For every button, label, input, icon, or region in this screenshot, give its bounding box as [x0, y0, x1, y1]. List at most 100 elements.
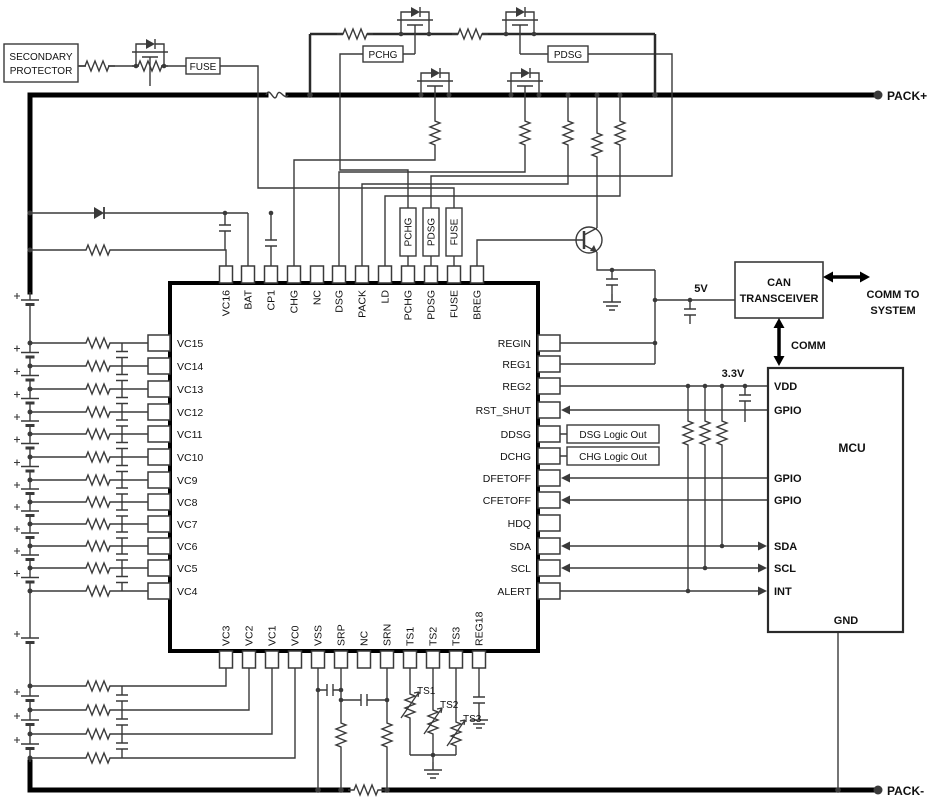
- ic-pin-label: VC8: [177, 497, 198, 509]
- five-v-label: 5V: [694, 283, 708, 295]
- ic-pin-label: REG1: [502, 359, 531, 371]
- ic-pin-labels: VC16 BAT CP1 CHG NC DSG PACK LD PCHG PDS…: [177, 289, 532, 646]
- pack-minus-terminal: [873, 785, 883, 795]
- ic-pin-label: RST_SHUT: [476, 405, 532, 417]
- ic-pin-label: VC11: [177, 429, 203, 441]
- secondary-protector-box: [3, 43, 79, 83]
- fuse-net-label-box: [445, 207, 463, 257]
- mcu-pin-label: VDD: [774, 381, 797, 393]
- ic-pin-label: LD: [380, 290, 392, 304]
- ic-pin-label: FUSE: [449, 290, 461, 318]
- label-boxes: SECONDARY PROTECTOR FUSE PCHG PDSG PCHG …: [3, 43, 660, 466]
- ic-pin-label: HDQ: [508, 518, 531, 530]
- ic-pin-label: DCHG: [500, 451, 531, 463]
- ic-pin-label: VC2: [244, 625, 256, 646]
- ic-pin-label: VC0: [290, 625, 302, 646]
- ic-top-pin-stubs: [218, 265, 485, 284]
- ic-pin-label: SRP: [336, 624, 348, 646]
- pack-minus-label: PACK-: [887, 784, 924, 798]
- can-transceiver-label: CAN: [767, 277, 791, 289]
- ts3-label: TS3: [463, 714, 482, 725]
- secondary-protector-label: SECONDARY: [9, 52, 72, 63]
- ic-pin-label: DDSG: [501, 429, 531, 441]
- pdsg-label-box: [547, 45, 589, 63]
- ic-bottom-pin-stubs: [218, 650, 487, 669]
- ic-pin-label: PACK: [357, 290, 369, 318]
- net-labels: PACK+ PACK- 5V 3.3V TS1 TS2 TS3: [417, 89, 927, 798]
- ic-pin-label: PDSG: [426, 290, 438, 320]
- pchg-label-box: [362, 45, 404, 63]
- ic-pin-label: VSS: [313, 625, 325, 646]
- ic-pin-label: VC4: [177, 586, 198, 598]
- ic-pin-label: VC12: [177, 407, 203, 419]
- ic-pin-label: VC9: [177, 475, 198, 487]
- chg-logic-out-label: CHG Logic Out: [579, 452, 647, 463]
- ic-pin-label: VC7: [177, 519, 198, 531]
- pack-plus-terminal: [873, 90, 883, 100]
- ic-pin-label: VC16: [221, 290, 233, 316]
- chg-logic-out-box: [566, 446, 660, 466]
- pchg-net-label: PCHG: [404, 217, 415, 246]
- junction-dots: [27, 31, 883, 795]
- ic-pin-label: VC1: [267, 625, 279, 646]
- ic-pin-label: NC: [359, 630, 371, 646]
- ic-pin-label: BREG: [472, 290, 484, 320]
- ic-pin-label: BAT: [243, 289, 255, 309]
- mcu-gnd-label: GND: [834, 615, 859, 627]
- ic-pin-label: VC15: [177, 338, 203, 350]
- pdsg-net-label: PDSG: [427, 218, 438, 247]
- ic-pin-label: REGIN: [498, 338, 531, 350]
- ic-pin-label: TS1: [405, 627, 417, 646]
- ic-pin-label: VC13: [177, 384, 203, 396]
- secondary-protector-label: PROTECTOR: [10, 66, 73, 77]
- pack-power-rails: [27, 91, 881, 793]
- mcu-pin-label: GPIO: [774, 495, 802, 507]
- ic-pin-label: VC6: [177, 541, 198, 553]
- ic-left-pin-stubs: [147, 334, 171, 600]
- ic-pin-label: CHG: [289, 290, 301, 313]
- can-transceiver: CAN TRANSCEIVER COMM TO SYSTEM COMM: [734, 261, 920, 366]
- ic-pin-label: ALERT: [497, 586, 531, 598]
- ic-pin-label: CP1: [266, 290, 278, 311]
- pchg-net-label-box: [399, 207, 417, 257]
- ic-pin-label: SCL: [511, 563, 532, 575]
- mcu-pin-label: SDA: [774, 541, 797, 553]
- ic-pin-label: CFETOFF: [483, 495, 531, 507]
- comm-to-system-label: SYSTEM: [870, 305, 915, 317]
- comm-label: COMM: [791, 340, 826, 352]
- pdsg-net-label-box: [422, 207, 440, 257]
- mcu-pin-label: GPIO: [774, 405, 802, 417]
- ic-pin-label: VC14: [177, 361, 203, 373]
- ic-pin-label: VC10: [177, 452, 203, 464]
- mcu-pin-label: INT: [774, 586, 792, 598]
- ts1-label: TS1: [417, 686, 436, 697]
- dsg-logic-out-box: [566, 424, 660, 444]
- components: [12, 6, 752, 796]
- mcu-box: [766, 366, 905, 634]
- ic-pin-label: NC: [312, 290, 324, 306]
- fuse-label-box: [185, 57, 221, 75]
- mcu-title: MCU: [838, 441, 865, 455]
- pack-plus-label: PACK+: [887, 89, 927, 103]
- ic-pin-label: REG18: [474, 611, 486, 646]
- ic-right-pin-stubs: [537, 334, 561, 600]
- can-transceiver-label: TRANSCEIVER: [740, 293, 819, 305]
- npn-transistor-symbol: [575, 226, 603, 254]
- ic-pin-label: SDA: [509, 541, 531, 553]
- ic-pin-label: SRN: [382, 624, 394, 646]
- mcu-pin-label: SCL: [774, 563, 796, 575]
- ic-pin-label: TS2: [428, 627, 440, 646]
- fuse-element-symbol: [265, 91, 289, 99]
- ts2-label: TS2: [440, 700, 459, 711]
- comm-to-system-label: COMM TO: [867, 289, 920, 301]
- pchg-label: PCHG: [369, 50, 398, 61]
- ic-pin-label: VC5: [177, 563, 198, 575]
- mcu: VDD GPIO GPIO GPIO SDA SCL INT MCU GND: [766, 366, 905, 634]
- fuse-net-label: FUSE: [450, 218, 461, 245]
- pdsg-label: PDSG: [554, 50, 583, 61]
- ic-pin-label: PCHG: [403, 290, 415, 320]
- ic-pin-label: REG2: [502, 381, 531, 393]
- mcu-pin-label: GPIO: [774, 473, 802, 485]
